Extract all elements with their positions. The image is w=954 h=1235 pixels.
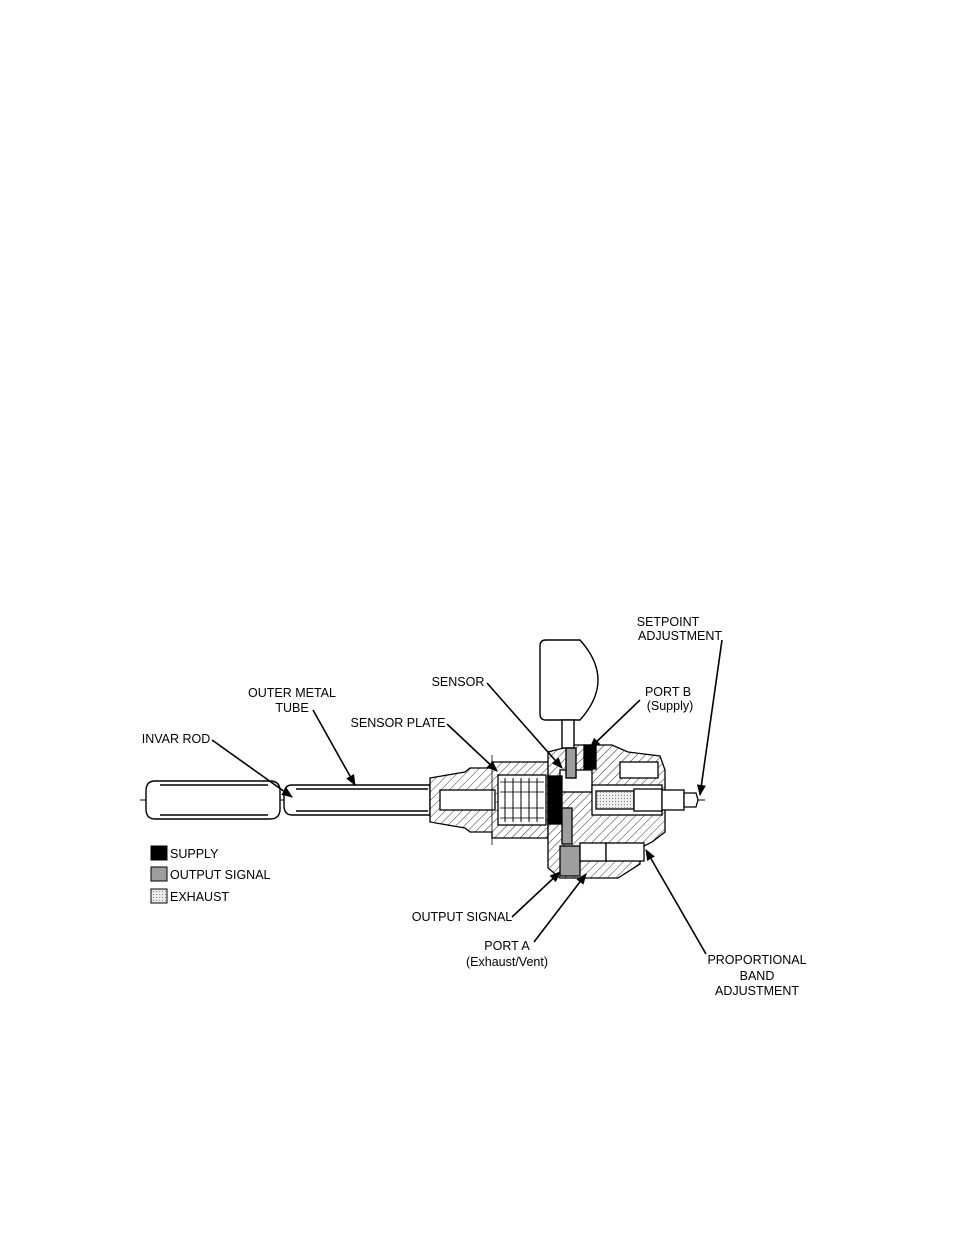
label-output-signal: OUTPUT SIGNAL — [412, 910, 513, 924]
label-setpoint-line2: ADJUSTMENT — [638, 629, 722, 643]
legend: SUPPLY OUTPUT SIGNAL EXHAUST — [151, 846, 271, 904]
tube-end-cap — [146, 781, 280, 819]
label-prop-band-line3: ADJUSTMENT — [715, 984, 799, 998]
label-setpoint-line1: SETPOINT — [637, 615, 700, 629]
label-sensor-plate: SENSOR PLATE — [351, 716, 446, 730]
legend-swatch-exhaust — [151, 889, 167, 903]
label-port-a-line2: (Exhaust/Vent) — [466, 955, 548, 969]
legend-swatch-supply — [151, 846, 167, 860]
callout-port-b — [590, 700, 640, 748]
label-port-a-line1: PORT A — [484, 939, 530, 953]
callout-outer-tube — [313, 710, 355, 785]
setpoint-screw — [662, 790, 698, 810]
legend-label-output-signal: OUTPUT SIGNAL — [170, 868, 271, 882]
callout-port-a — [534, 874, 586, 942]
label-prop-band-line1: PROPORTIONAL — [707, 953, 806, 967]
callout-output-signal — [512, 872, 560, 917]
label-port-b-line1: PORT B — [645, 685, 691, 699]
outer-metal-tube — [284, 785, 430, 815]
legend-label-exhaust: EXHAUST — [170, 890, 229, 904]
label-outer-tube-line2: TUBE — [275, 701, 308, 715]
label-outer-tube-line1: OUTER METAL — [248, 686, 336, 700]
label-port-b-line2: (Supply) — [647, 699, 694, 713]
sensor-body-fitting — [430, 755, 548, 845]
legend-label-supply: SUPPLY — [170, 847, 219, 861]
legend-swatch-output-signal — [151, 867, 167, 881]
callout-sensor-plate — [447, 724, 497, 771]
callout-setpoint — [700, 640, 722, 795]
label-prop-band-line2: BAND — [740, 969, 775, 983]
label-invar-rod: INVAR ROD — [142, 732, 211, 746]
label-sensor: SENSOR — [432, 675, 485, 689]
callout-prop-band — [646, 850, 706, 954]
